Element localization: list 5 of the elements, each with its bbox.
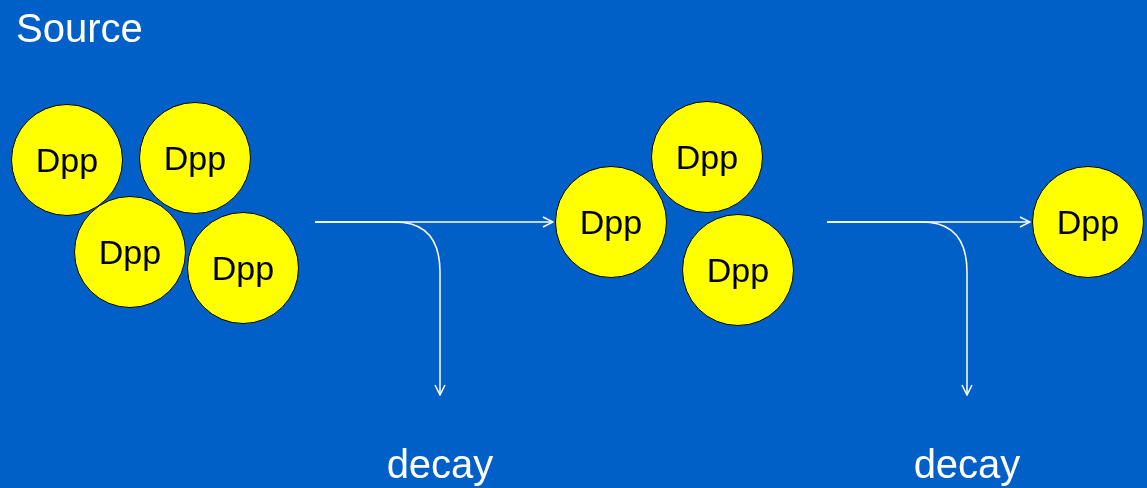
arrow <box>826 221 973 396</box>
decay-label: decay <box>360 396 520 488</box>
arrow <box>314 221 446 396</box>
title: Source <box>16 5 143 52</box>
decay-label: decay <box>887 396 1047 488</box>
